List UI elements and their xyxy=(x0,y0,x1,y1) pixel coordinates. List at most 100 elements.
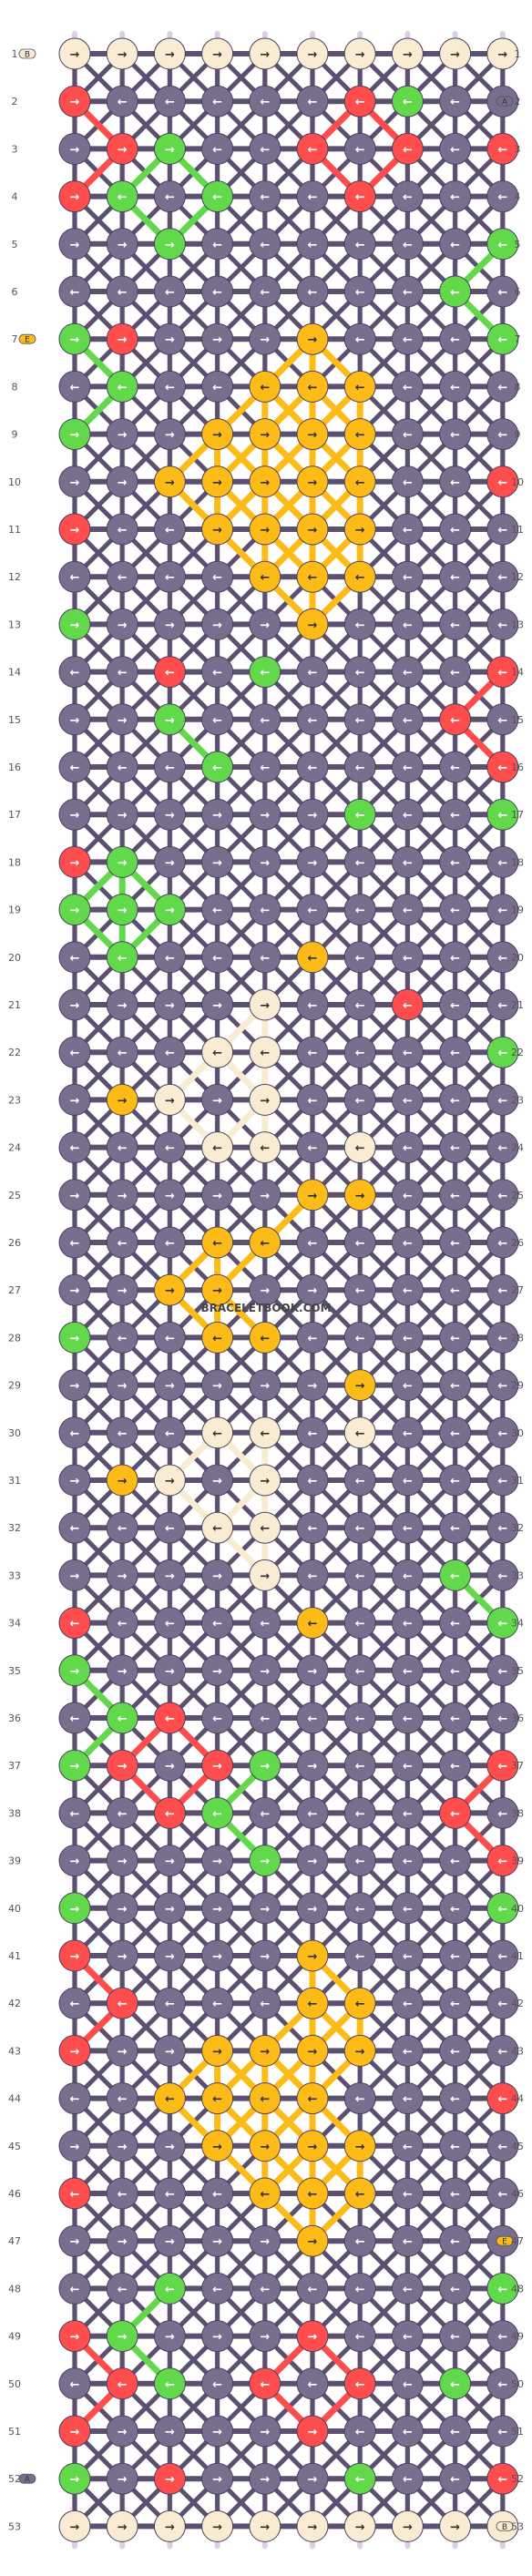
knot: ← xyxy=(106,1131,138,1164)
row-number-left: 8 xyxy=(12,381,18,393)
arrow-right-icon: → xyxy=(70,1903,80,1917)
knot-circle xyxy=(439,560,472,593)
knot: ← xyxy=(58,941,91,974)
knot-circle xyxy=(486,1654,519,1687)
arrow-left-icon: ← xyxy=(355,1332,365,1345)
arrow-right-icon: → xyxy=(308,476,318,490)
arrow-right-icon: → xyxy=(165,476,175,490)
knot-circle xyxy=(58,1083,91,1116)
knot: ← xyxy=(201,1226,234,1259)
knot-circle xyxy=(106,465,138,498)
knot: ← xyxy=(296,1559,329,1591)
row-number-left: 9 xyxy=(12,429,18,441)
arrow-left-icon: ← xyxy=(497,762,507,775)
knot-circle xyxy=(296,1749,329,1782)
knot: → xyxy=(249,1939,281,1972)
arrow-left-icon: ← xyxy=(165,1807,175,1821)
arrow-right-icon: → xyxy=(212,48,222,62)
arrow-left-icon: ← xyxy=(260,1807,270,1821)
arrow-left-icon: ← xyxy=(355,191,365,205)
knot: ← xyxy=(439,2320,472,2353)
knot: ← xyxy=(249,2082,281,2115)
row-number-left: 33 xyxy=(8,1569,21,1581)
knot: ← xyxy=(486,1226,519,1259)
knot: ← xyxy=(391,228,424,261)
arrow-left-icon: ← xyxy=(165,524,175,537)
row-number-right: 13 xyxy=(511,618,524,630)
arrow-right-icon: → xyxy=(165,2235,175,2249)
arrow-right-icon: → xyxy=(118,1760,128,1774)
knot: → xyxy=(201,1892,234,1925)
knot-circle xyxy=(296,2034,329,2067)
knot-circle xyxy=(343,85,376,118)
knot: ← xyxy=(439,180,472,213)
row-number-right: 16 xyxy=(511,762,524,773)
knot: ← xyxy=(153,1036,186,1068)
knot: ← xyxy=(296,1226,329,1259)
arrow-right-icon: → xyxy=(165,1903,175,1917)
arrow-left-icon: ← xyxy=(403,143,413,157)
knot-circle xyxy=(439,2082,472,2115)
knot: → xyxy=(153,2224,186,2257)
arrow-right-icon: → xyxy=(70,618,80,632)
knot: ← xyxy=(486,2177,519,2210)
row-number-left: 11 xyxy=(8,524,21,536)
arrow-right-icon: → xyxy=(70,714,80,728)
knot: → xyxy=(201,988,234,1021)
knot: ← xyxy=(201,2177,234,2210)
knot: ← xyxy=(106,1321,138,1354)
knot-circle xyxy=(486,1179,519,1211)
knot-circle xyxy=(439,1416,472,1449)
arrow-right-icon: → xyxy=(355,48,365,62)
arrow-left-icon: ← xyxy=(355,714,365,728)
knot: ← xyxy=(343,941,376,974)
arrow-left-icon: ← xyxy=(308,1569,318,1583)
row-number-left: 7 xyxy=(12,333,18,345)
row-number-right: 10 xyxy=(511,476,524,488)
knot-circle xyxy=(486,1131,519,1164)
row-number-left: 14 xyxy=(8,667,21,679)
knot: ← xyxy=(106,85,138,118)
knot: → xyxy=(58,988,91,1021)
knot: → xyxy=(439,37,472,70)
knot-circle xyxy=(391,2082,424,2115)
knot-circle xyxy=(296,894,329,926)
arrow-left-icon: ← xyxy=(355,96,365,109)
arrow-left-icon: ← xyxy=(165,1142,175,1156)
knot: ← xyxy=(296,988,329,1021)
knot: ← xyxy=(153,1511,186,1544)
knot-circle xyxy=(201,845,234,878)
row-number-right: 32 xyxy=(511,1522,524,1534)
row-number-right: 6 xyxy=(515,286,521,298)
knot-circle xyxy=(106,798,138,831)
knot-circle xyxy=(201,37,234,70)
knot: ← xyxy=(391,513,424,546)
row-number-left: 49 xyxy=(8,2331,21,2343)
knot-circle xyxy=(439,513,472,546)
knot: ← xyxy=(391,2177,424,2210)
knot-circle xyxy=(486,275,519,308)
arrow-left-icon: ← xyxy=(355,1522,365,1536)
knot: ← xyxy=(391,1892,424,1925)
knot: → xyxy=(343,1369,376,1402)
knot: ← xyxy=(58,370,91,403)
arrow-right-icon: → xyxy=(70,2235,80,2249)
knot: ← xyxy=(486,465,519,498)
knot: → xyxy=(296,2034,329,2067)
arrow-left-icon: ← xyxy=(355,809,365,823)
knot: → xyxy=(201,1464,234,1497)
row-number-left: 42 xyxy=(8,1998,21,2009)
knot-circle xyxy=(201,2462,234,2495)
knot: ← xyxy=(439,1892,472,1925)
arrow-right-icon: → xyxy=(212,2520,222,2534)
arrow-left-icon: ← xyxy=(497,2188,507,2202)
knot: ← xyxy=(343,2224,376,2257)
arrow-right-icon: → xyxy=(165,618,175,632)
knot-circle xyxy=(106,180,138,213)
arrow-left-icon: ← xyxy=(497,239,507,252)
knot-circle xyxy=(249,1892,281,1925)
knot-grid: → → → → → → → → → → → ← ← ← ← ← ← ← ← ← → → → ← ← ← ← ← ← ← → ← ← ← ← ← ← ← ← ←… xyxy=(18,37,519,2542)
row-number-right: 48 xyxy=(511,2283,524,2295)
knot-circle xyxy=(391,1464,424,1497)
knot: ← xyxy=(486,1702,519,1734)
